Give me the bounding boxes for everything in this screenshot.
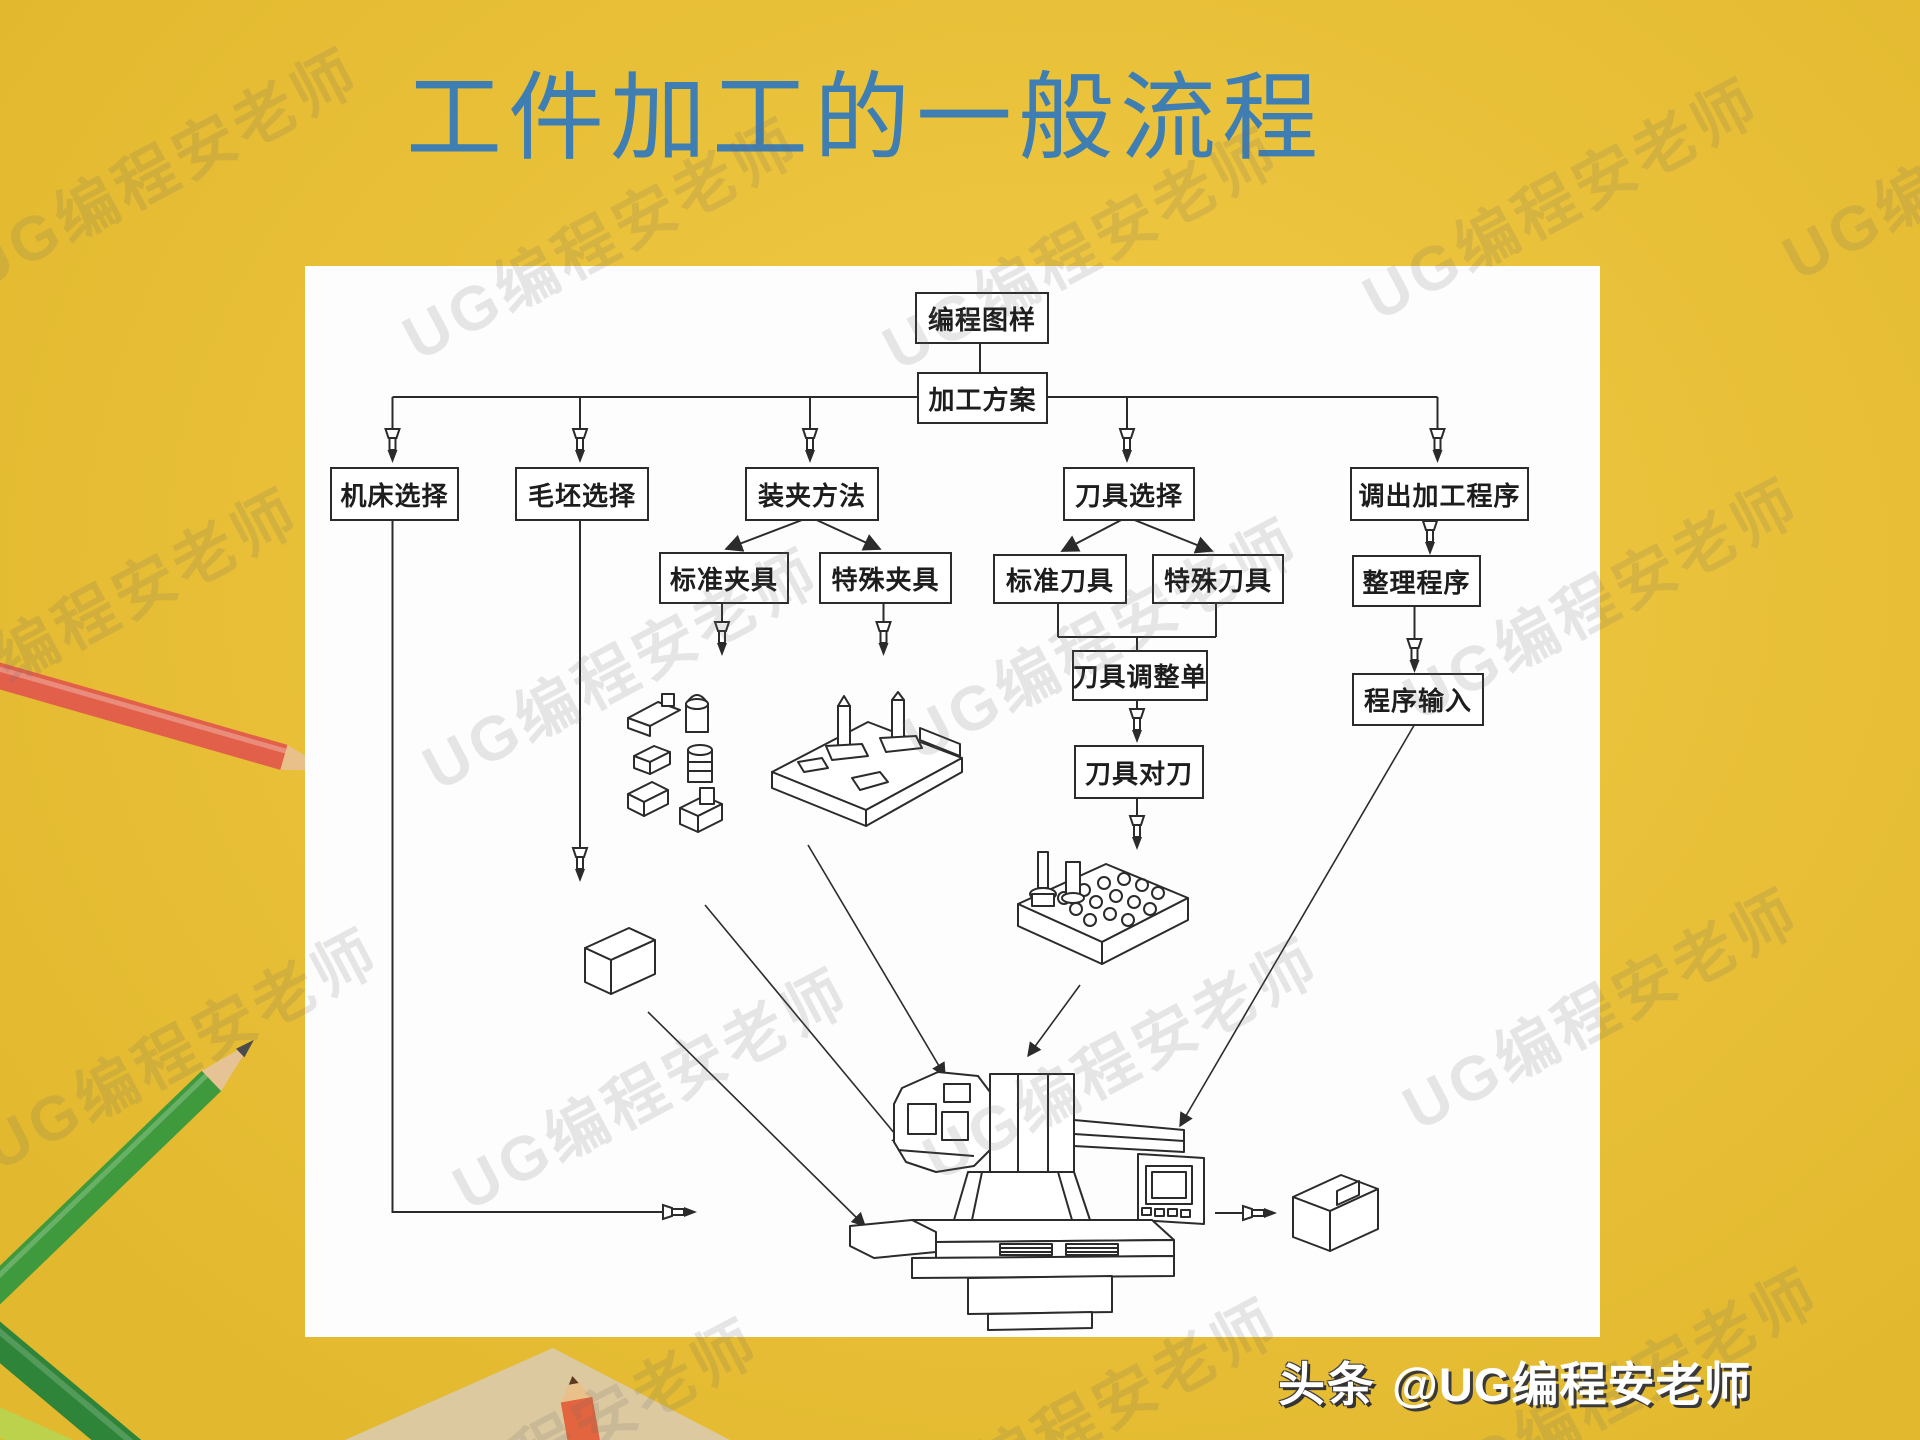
node-programming-drawing: 编程图样 xyxy=(915,292,1049,344)
node-label: 标准刀具 xyxy=(1005,565,1114,596)
node-label: 特殊刀具 xyxy=(1163,565,1272,596)
node-label: 编程图样 xyxy=(927,304,1036,335)
node-label: 毛坯选择 xyxy=(527,480,636,511)
page-title: 工件加工的一般流程 xyxy=(406,62,1324,174)
converging-arrows xyxy=(647,721,1417,1228)
node-tool-selection: 刀具选择 xyxy=(1063,467,1195,521)
node-label: 整理程序 xyxy=(1362,567,1471,598)
hollow-arrow-icon xyxy=(1129,815,1145,851)
hollow-arrow-icon xyxy=(1119,428,1135,464)
credit: 头条 @UG编程安老师 xyxy=(1278,1346,1751,1415)
node-standard-tool: 标准刀具 xyxy=(993,554,1127,604)
node-call-program: 调出加工程序 xyxy=(1350,467,1529,521)
node-label: 标准夹具 xyxy=(669,564,778,595)
node-standard-fixture: 标准夹具 xyxy=(659,552,789,604)
hollow-arrow-icon xyxy=(1422,520,1438,556)
special-fixture-plate-illustration xyxy=(771,691,963,827)
hollow-arrow-icon xyxy=(1406,638,1423,674)
flowchart-connectors xyxy=(384,340,1446,1331)
node-label: 加工方案 xyxy=(928,384,1037,415)
hollow-arrow-icon xyxy=(1429,428,1446,464)
branch-lines xyxy=(391,516,1431,1214)
standard-fixture-parts-illustration xyxy=(627,693,723,833)
node-label: 刀具调整单 xyxy=(1072,662,1208,692)
toutiao-badge: 头条 xyxy=(1278,1358,1376,1411)
node-label: 特殊夹具 xyxy=(831,564,940,595)
hollow-arrow-icon xyxy=(572,847,588,883)
node-label: 程序输入 xyxy=(1363,686,1472,716)
node-label: 调出加工程序 xyxy=(1358,480,1521,511)
node-special-tool: 特殊刀具 xyxy=(1152,554,1284,604)
node-special-fixture: 特殊夹具 xyxy=(819,552,952,604)
hollow-arrow-icon xyxy=(802,428,818,464)
hollow-arrow-icon xyxy=(875,621,892,657)
node-organize-program: 整理程序 xyxy=(1352,555,1481,607)
hollow-arrow-icon xyxy=(1129,708,1145,744)
hollow-arrow-icon xyxy=(384,428,401,464)
hollow-arrow-icon xyxy=(714,621,730,657)
node-label: 装夹方法 xyxy=(757,480,866,511)
tool-tray-illustration xyxy=(1017,851,1189,965)
finished-part-illustration xyxy=(1292,1174,1379,1252)
hollow-arrow-right-icon xyxy=(1242,1205,1278,1221)
orange-pencil xyxy=(0,647,333,772)
watermark: UG编程安老师 xyxy=(1772,27,1920,295)
node-label: 机床选择 xyxy=(340,480,449,511)
node-tool-adjust-sheet: 刀具调整单 xyxy=(1072,650,1208,701)
hollow-arrow-icon xyxy=(572,428,588,464)
small-orange-pencil xyxy=(560,1375,602,1440)
green-pencil xyxy=(0,1039,254,1342)
bus-lines xyxy=(391,340,1439,429)
node-label: 刀具对刀 xyxy=(1084,758,1193,789)
node-program-input: 程序输入 xyxy=(1352,673,1484,726)
flowchart-panel: 编程图样 加工方案 机床选择 毛坯选择 装夹方法 刀具选择 调出加工程序 标准夹… xyxy=(305,266,1600,1337)
hollow-arrow-right-icon xyxy=(662,1204,698,1220)
wood-shaving-wedge xyxy=(345,1348,730,1440)
dark-green-pencil xyxy=(0,1279,143,1440)
author-handle: @UG编程安老师 xyxy=(1392,1358,1752,1411)
cnc-machine-illustration xyxy=(849,1071,1205,1331)
node-clamping-method: 装夹方法 xyxy=(745,467,879,521)
node-label: 刀具选择 xyxy=(1074,480,1183,511)
blank-workpiece-illustration xyxy=(584,927,656,995)
node-machine-selection: 机床选择 xyxy=(330,467,459,521)
node-machining-plan: 加工方案 xyxy=(917,372,1048,424)
node-blank-selection: 毛坯选择 xyxy=(515,467,649,521)
node-tool-setting: 刀具对刀 xyxy=(1074,745,1204,799)
